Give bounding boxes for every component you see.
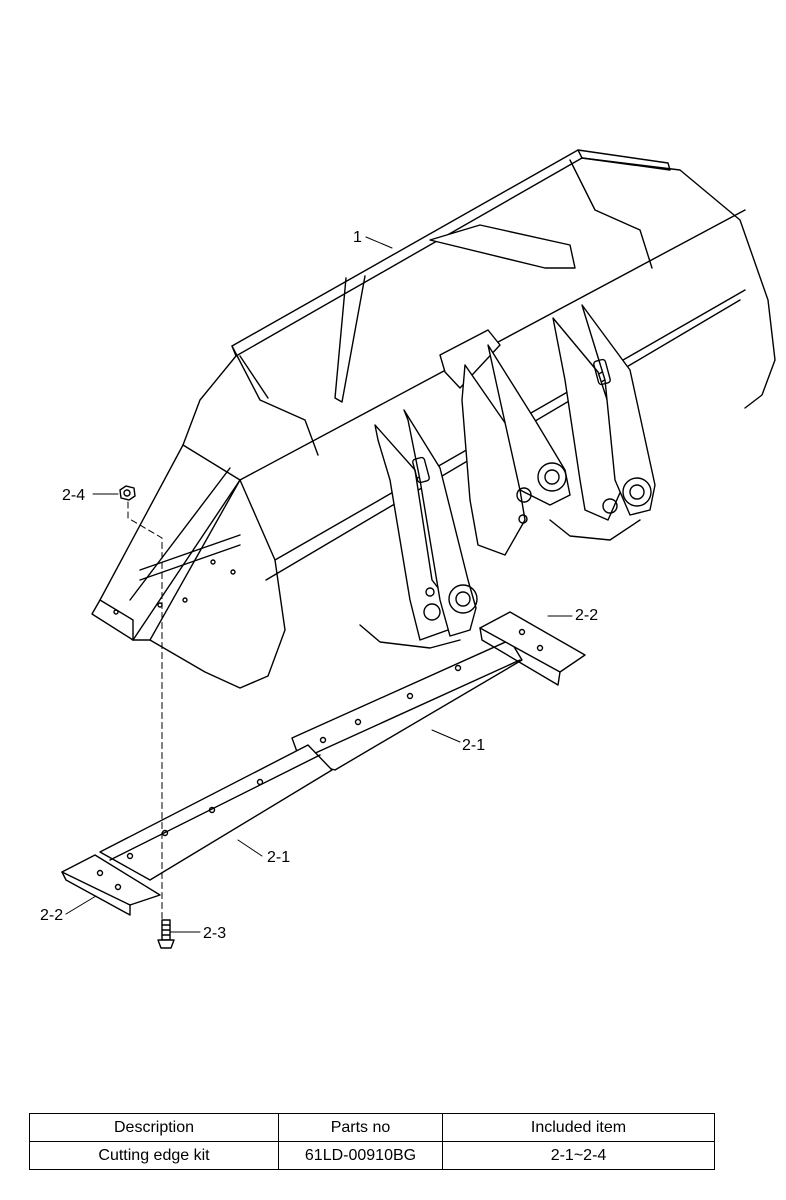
exploded-parts-diagram: 1 2-1 2-1 2-2 2-2 2-3 2-4 (40, 149, 776, 949)
assembly-centerline (127, 501, 163, 921)
cell-parts-no: 61LD-00910BG (278, 1141, 443, 1170)
callout-2-4: 2-4 (62, 487, 85, 504)
cell-included-item: 2-1~2-4 (442, 1141, 715, 1170)
bolt-2-3 (157, 919, 175, 949)
table-header-row: Description Parts no Included item (29, 1113, 715, 1142)
leader-lines (65, 236, 573, 933)
table-row: Cutting edge kit 61LD-00910BG 2-1~2-4 (29, 1141, 715, 1170)
nut-2-4 (119, 485, 136, 501)
cell-description: Cutting edge kit (29, 1141, 279, 1170)
cutting-edge-center (291, 639, 523, 771)
end-bit-right (479, 611, 586, 686)
callout-2-2-left: 2-2 (40, 907, 63, 924)
callout-2-1-left: 2-1 (267, 849, 290, 866)
header-description: Description (29, 1113, 279, 1142)
callout-2-2-right: 2-2 (575, 607, 598, 624)
cutting-edge-left (99, 744, 333, 881)
parts-table: Description Parts no Included item Cutti… (29, 1113, 715, 1170)
end-bit-left (61, 854, 161, 916)
callout-1: 1 (353, 229, 362, 246)
header-parts-no: Parts no (278, 1113, 443, 1142)
header-included-item: Included item (442, 1113, 715, 1142)
mounting-lugs (374, 304, 656, 641)
bucket-body (91, 149, 776, 689)
callout-2-1-center: 2-1 (462, 737, 485, 754)
callout-2-3: 2-3 (203, 925, 226, 942)
